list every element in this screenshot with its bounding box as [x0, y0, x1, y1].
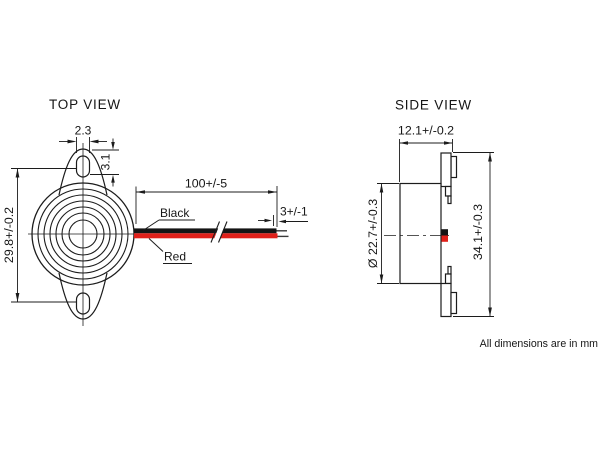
wire-break-icon: [217, 221, 228, 243]
black-wire-label: Black: [160, 206, 190, 220]
dim-ear-hole-width-text: 2.3: [75, 124, 92, 138]
top-view: TOP VIEW 2.3: [2, 97, 308, 326]
dim-body-width-text: 12.1+/-0.2: [398, 124, 454, 138]
top-ear-boss: [450, 155, 458, 179]
lead-wires: [134, 221, 289, 243]
wire-break-icon: [210, 221, 221, 243]
dim-overall-height: 34.1+/-0.3: [453, 152, 494, 317]
black-wire: [134, 228, 277, 234]
top-flange-step2: [447, 195, 452, 205]
top-flange-tab: [440, 152, 452, 188]
black-wire-callout: Black: [142, 206, 195, 231]
dim-mount-centers: 29.8+/-0.2: [2, 168, 77, 303]
wire-break-mask: [212, 221, 227, 243]
bottom-flange-tab: [440, 282, 452, 318]
dim-ear-hole-height: 3.1: [90, 138, 119, 187]
dim-body-width: 12.1+/-0.2: [398, 124, 454, 182]
dim-strip-length-text: 3+/-1: [280, 205, 308, 219]
bottom-ear-boss: [450, 291, 458, 315]
buzzer-body-side: [399, 182, 442, 285]
mounting-bracket: [440, 152, 458, 318]
dim-wire-length: 100+/-5: [135, 177, 278, 227]
dim-ear-hole-width: 2.3: [59, 124, 107, 153]
side-view-label: SIDE VIEW: [395, 98, 472, 113]
red-wire-callout: Red: [148, 238, 192, 264]
side-view: SIDE VIEW 12.1+/-0.2: [366, 98, 494, 318]
black-wire-cross-section: [441, 229, 448, 236]
top-view-label: TOP VIEW: [49, 97, 121, 112]
top-flange-step: [444, 185, 452, 197]
dim-overall-height-text: 34.1+/-0.3: [471, 204, 485, 260]
units-note: All dimensions are in mm: [480, 338, 599, 350]
dim-body-diameter: Ø 22.7+/-0.3: [366, 183, 399, 284]
bottom-flange-step: [444, 273, 452, 285]
red-wire-label: Red: [164, 250, 186, 264]
dim-body-diameter-text: Ø 22.7+/-0.3: [366, 199, 380, 268]
dim-wire-length-text: 100+/-5: [185, 177, 227, 191]
red-wire-cross-section: [441, 235, 448, 242]
bottom-flange-step2: [447, 265, 452, 275]
red-wire: [134, 233, 278, 239]
dim-strip-length: 3+/-1: [258, 205, 308, 226]
dim-mount-centers-text: 29.8+/-0.2: [2, 207, 16, 263]
dim-ear-hole-height-text: 3.1: [99, 153, 113, 170]
